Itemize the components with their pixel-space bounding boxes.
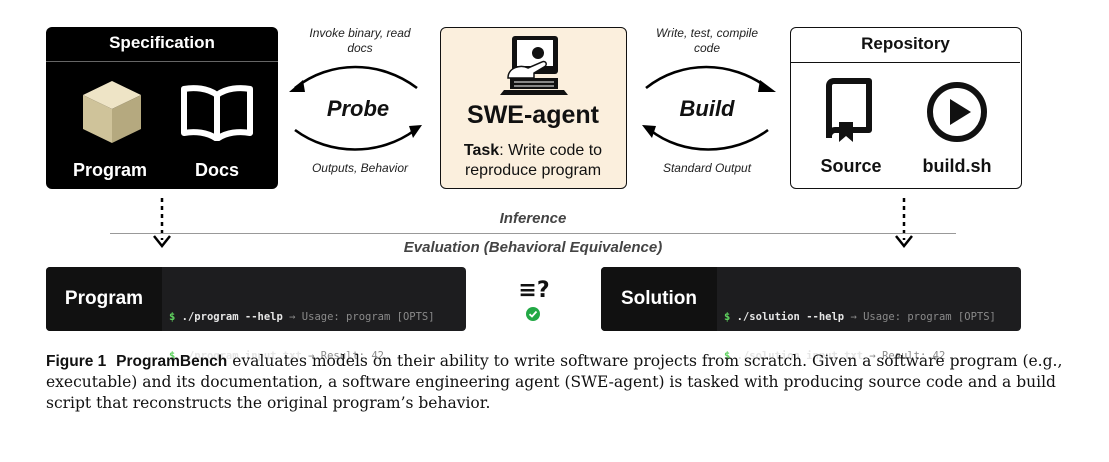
prompt: $ bbox=[169, 311, 176, 323]
caption-text: evaluates models on their ability to wri… bbox=[46, 352, 1063, 412]
terminal-line: $ ./solution input.txt → Result: 42 bbox=[724, 350, 996, 363]
equivalence-symbol: ≡? bbox=[518, 278, 550, 303]
build-sh-label: build.sh bbox=[922, 156, 992, 176]
repository-title: Repository bbox=[861, 34, 950, 53]
arrow: → bbox=[289, 311, 296, 323]
solution-terminal: Solution $ ./solution --help → Usage: pr… bbox=[601, 267, 1021, 362]
play-circle-icon bbox=[927, 82, 987, 142]
bookmark-book-icon bbox=[826, 78, 872, 142]
output: Usage: program [OPTS] bbox=[863, 311, 996, 323]
specification-box: Specification Program Docs bbox=[46, 27, 278, 189]
agent-title: SWE-agent bbox=[467, 101, 599, 129]
figure-label: Figure 1 bbox=[46, 353, 107, 370]
solution-terminal-lines: $ ./solution --help → Usage: program [OP… bbox=[724, 285, 996, 389]
program-terminal-lines: $ ./program --help → Usage: program [OPT… bbox=[169, 285, 435, 389]
program-terminal-title: Program bbox=[46, 267, 162, 331]
arrow: → bbox=[850, 311, 857, 323]
command: ./solution --help bbox=[736, 311, 845, 323]
output: Result: 42 bbox=[320, 350, 384, 362]
probe-bottom-note: Outputs, Behavior bbox=[311, 161, 409, 175]
prompt: $ bbox=[724, 311, 731, 323]
task-label: Task bbox=[463, 142, 500, 159]
task-text: : Write code to reproduce program bbox=[464, 142, 603, 179]
output: Result: 42 bbox=[882, 350, 946, 362]
prompt: $ bbox=[724, 350, 731, 362]
phase-divider bbox=[110, 233, 956, 234]
command: ./program --help bbox=[181, 311, 283, 323]
terminal-line: $ ./program input.txt → Result: 42 bbox=[169, 350, 435, 363]
probe-label: Probe bbox=[326, 96, 390, 121]
specification-title: Specification bbox=[109, 33, 215, 52]
inference-label: Inference bbox=[499, 210, 567, 227]
arrow: → bbox=[308, 350, 315, 362]
command: ./solution input.txt bbox=[736, 350, 864, 362]
repository-divider bbox=[791, 62, 1020, 63]
build-bottom-note: Standard Output bbox=[662, 161, 752, 175]
build-top-note: Write, test, compile code bbox=[655, 26, 759, 55]
book-icon bbox=[181, 85, 253, 141]
keyboard-hand-icon bbox=[500, 36, 568, 95]
build-arrows bbox=[642, 65, 776, 151]
specification-divider bbox=[46, 61, 278, 62]
docs-label: Docs bbox=[194, 160, 239, 180]
agent-box: SWE-agent Task: Write code to reproduce … bbox=[440, 27, 627, 189]
program-label: Program bbox=[72, 160, 148, 180]
program-terminal: Program $ ./program --help → Usage: prog… bbox=[46, 267, 466, 362]
command: ./program input.txt bbox=[181, 350, 302, 362]
probe-top-note: Invoke binary, read docs bbox=[309, 26, 411, 55]
prompt: $ bbox=[169, 350, 176, 362]
build-label: Build bbox=[679, 96, 735, 121]
arrow: → bbox=[869, 350, 876, 362]
solution-terminal-title: Solution bbox=[601, 267, 717, 331]
cube-icon bbox=[83, 81, 141, 143]
agent-task: Task: Write code to reproduce program bbox=[441, 141, 625, 181]
terminal-line: $ ./program --help → Usage: program [OPT… bbox=[169, 311, 435, 324]
figure-caption: Figure 1 ProgramBench evaluates models o… bbox=[46, 351, 1066, 414]
output: Usage: program [OPTS] bbox=[301, 311, 435, 323]
benchmark-name: ProgramBench bbox=[116, 353, 228, 370]
evaluation-label: Evaluation (Behavioral Equivalence) bbox=[403, 239, 663, 256]
terminal-line: $ ./solution --help → Usage: program [OP… bbox=[724, 311, 996, 324]
check-circle-icon bbox=[526, 307, 540, 321]
repository-box: Repository Source build.sh bbox=[790, 27, 1022, 189]
source-label: Source bbox=[820, 156, 882, 176]
probe-arrows bbox=[289, 65, 422, 151]
